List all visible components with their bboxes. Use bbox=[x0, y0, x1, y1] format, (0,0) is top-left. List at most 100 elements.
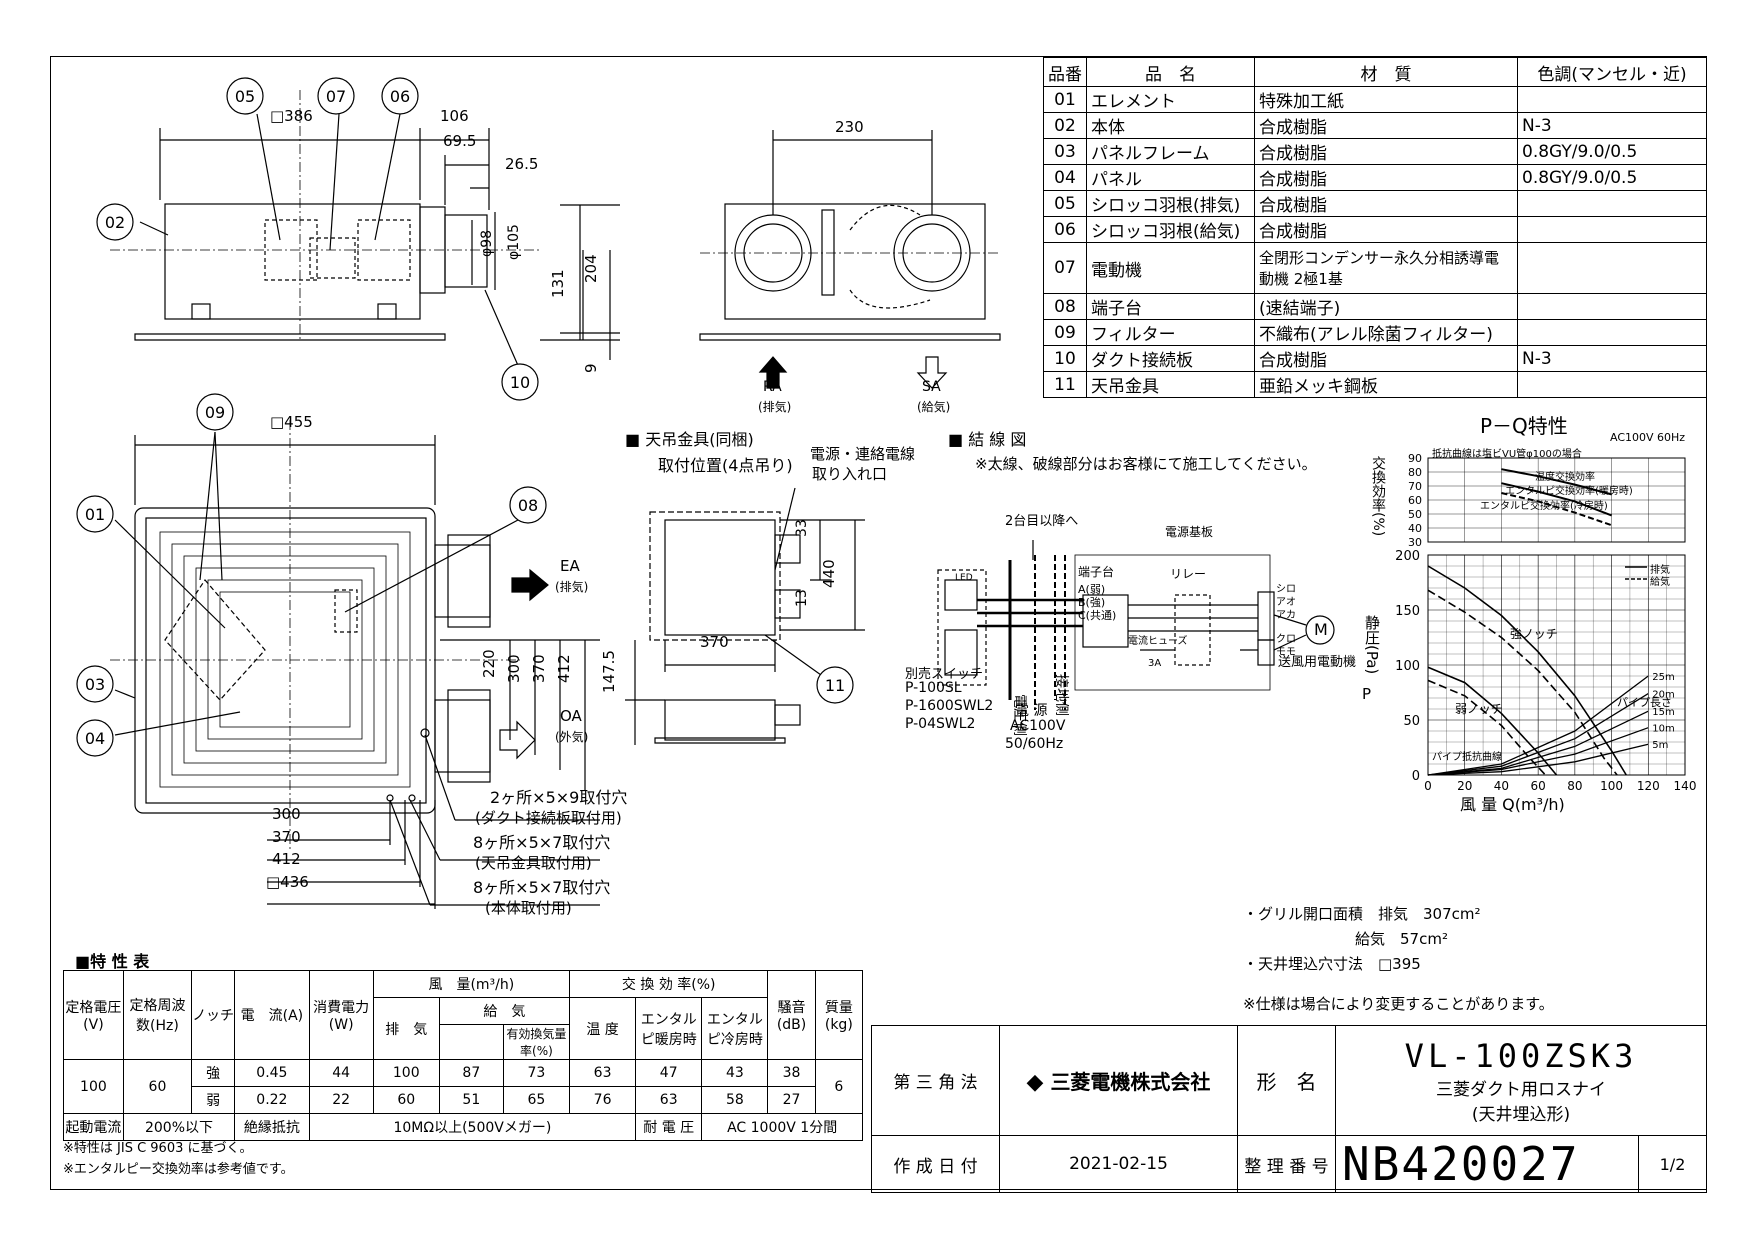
spec-withstand-value: AC 1000V 1分間 bbox=[701, 1113, 863, 1141]
parts-cell: 合成樹脂 bbox=[1254, 216, 1518, 243]
drawing-label: 9 bbox=[582, 363, 600, 373]
parts-cell: フィルター bbox=[1086, 319, 1255, 346]
spec-h-temp: 温 度 bbox=[568, 997, 637, 1060]
parts-cell: 合成樹脂 bbox=[1254, 138, 1518, 165]
pressure-series-line bbox=[1427, 589, 1618, 776]
parts-cell bbox=[1517, 293, 1707, 320]
spec-h-mass: 質量(kg) bbox=[814, 970, 864, 1060]
drawing-label: 3A bbox=[1148, 658, 1162, 669]
docno-label: 整 理 番 号 bbox=[1237, 1135, 1336, 1193]
drawing-label: M bbox=[1314, 620, 1328, 639]
part-balloon bbox=[76, 719, 114, 757]
drawing-label: 147.5 bbox=[600, 650, 618, 693]
parts-cell: エレメント bbox=[1086, 86, 1255, 113]
resistance-curve-label: 15m bbox=[1652, 707, 1674, 718]
drawing-label: ※太線、破線部分はお客様にて施工してください。 bbox=[975, 455, 1317, 473]
spec-cell: 0.22 bbox=[234, 1086, 310, 1114]
drawing-label: 電 源 bbox=[1015, 703, 1048, 719]
spec-cell: 27 bbox=[767, 1086, 816, 1114]
chart-label: 交換効率(%) bbox=[1370, 456, 1386, 537]
part-balloon bbox=[509, 486, 547, 524]
page-number: 1/2 bbox=[1638, 1135, 1707, 1193]
spec-h-freq: 定格周波数(Hz) bbox=[122, 970, 193, 1060]
drawing-label: 370 bbox=[530, 654, 548, 683]
drawing-label: □436 bbox=[266, 873, 309, 891]
part-balloon-label: 03 bbox=[85, 675, 105, 694]
parts-cell: 0.8GY/9.0/0.5 bbox=[1517, 164, 1707, 191]
pressure-tick-label: 100 bbox=[1395, 659, 1420, 674]
part-balloon-label: 07 bbox=[326, 87, 346, 106]
spec-title: ■特 性 表 bbox=[75, 952, 150, 971]
spec-note-2: ※エンタルピー交換効率は参考値です。 bbox=[63, 1162, 294, 1177]
spec-withstand-label: 耐 電 圧 bbox=[635, 1113, 703, 1141]
drawing-label: 26.5 bbox=[505, 155, 539, 173]
drawing-label: (ダクト接続板取付用) bbox=[475, 809, 622, 827]
drawing-label: (天吊金具取付用) bbox=[475, 854, 592, 872]
drawing-label: アオ bbox=[1276, 597, 1296, 608]
part-balloon bbox=[96, 203, 134, 241]
pressure-series-line bbox=[1427, 679, 1547, 776]
drawing-label: P-100SL bbox=[905, 680, 962, 696]
efficiency-tick-label: 60 bbox=[1408, 494, 1422, 507]
resistance-curve-label: 5m bbox=[1652, 740, 1668, 751]
chart-label: 弱ノッチ bbox=[1455, 702, 1503, 716]
part-balloon bbox=[196, 393, 234, 431]
drawing-label: モモ bbox=[1276, 647, 1296, 658]
drawing-label: 2ヶ所×5×9取付穴 bbox=[490, 788, 628, 807]
parts-cell: 天吊金具 bbox=[1086, 371, 1255, 398]
spec-start-value: 200%以下 bbox=[122, 1113, 236, 1141]
chart-label: 温度交換効率 bbox=[1535, 472, 1595, 483]
parts-cell: ダクト接続板 bbox=[1086, 345, 1255, 372]
resistance-curve bbox=[1427, 727, 1649, 776]
part-balloon-label: 10 bbox=[510, 373, 530, 392]
parts-cell: N-3 bbox=[1517, 112, 1707, 139]
parts-cell bbox=[1517, 371, 1707, 398]
part-balloon-label: 08 bbox=[518, 496, 538, 515]
spec-h-notch: ノッチ bbox=[191, 970, 236, 1060]
part-balloon bbox=[816, 666, 854, 704]
drawing-label: 440 bbox=[820, 559, 838, 588]
front-view bbox=[699, 130, 1001, 389]
part-balloon bbox=[501, 363, 539, 401]
drawing-label: LED bbox=[955, 573, 973, 583]
chart-label: 風 量 Q(m³/h) bbox=[1460, 795, 1565, 814]
grille-line1: ・グリル開口面積 排気 307cm² bbox=[1243, 905, 1481, 923]
part-balloon-label: 06 bbox=[390, 87, 410, 106]
chart-label: 静圧(Pa) bbox=[1363, 615, 1381, 675]
spec-cell: 73 bbox=[502, 1059, 571, 1087]
parts-cell: 05 bbox=[1043, 190, 1087, 217]
drawing-label: 別売スイッチ bbox=[905, 667, 984, 682]
drawing-label: φ98 bbox=[479, 229, 495, 257]
spec-h-voltage: 定格電圧(V) bbox=[63, 970, 124, 1060]
efficiency-tick-label: 80 bbox=[1408, 466, 1422, 479]
drawing-label: 8ヶ所×5×7取付穴 bbox=[473, 833, 611, 852]
model-number: VL-100ZSK3 bbox=[1404, 1036, 1638, 1075]
chart-label: パイプ抵抗曲線 bbox=[1432, 752, 1502, 763]
efficiency-series-line bbox=[1501, 492, 1612, 527]
drawing-label: φ105 bbox=[506, 224, 522, 260]
spec-cell: 58 bbox=[701, 1086, 769, 1114]
side-view bbox=[110, 90, 620, 371]
drawing-label: EA bbox=[560, 557, 580, 575]
drawing-label: 端子台 bbox=[1078, 565, 1115, 579]
docno-value: NB420027 bbox=[1335, 1135, 1639, 1193]
parts-cell: 本体 bbox=[1086, 112, 1255, 139]
parts-cell: パネルフレーム bbox=[1086, 138, 1255, 165]
drawing-label: 204 bbox=[582, 254, 600, 283]
spec-cell: 60 bbox=[372, 1086, 440, 1114]
parts-cell: パネル bbox=[1086, 164, 1255, 191]
spec-voltage: 100 bbox=[63, 1059, 124, 1114]
spec-cell: 0.45 bbox=[234, 1059, 310, 1087]
drawing-label: 接地側 bbox=[1053, 674, 1069, 716]
spec-cell: 38 bbox=[767, 1059, 816, 1087]
drawing-label: 電源基板 bbox=[1165, 525, 1214, 539]
parts-cell: 10 bbox=[1043, 345, 1087, 372]
drawing-label: 106 bbox=[440, 107, 469, 125]
drawing-label: 220 bbox=[480, 649, 498, 678]
spec-insul-value: 10MΩ以上(500Vメガー) bbox=[308, 1113, 637, 1141]
